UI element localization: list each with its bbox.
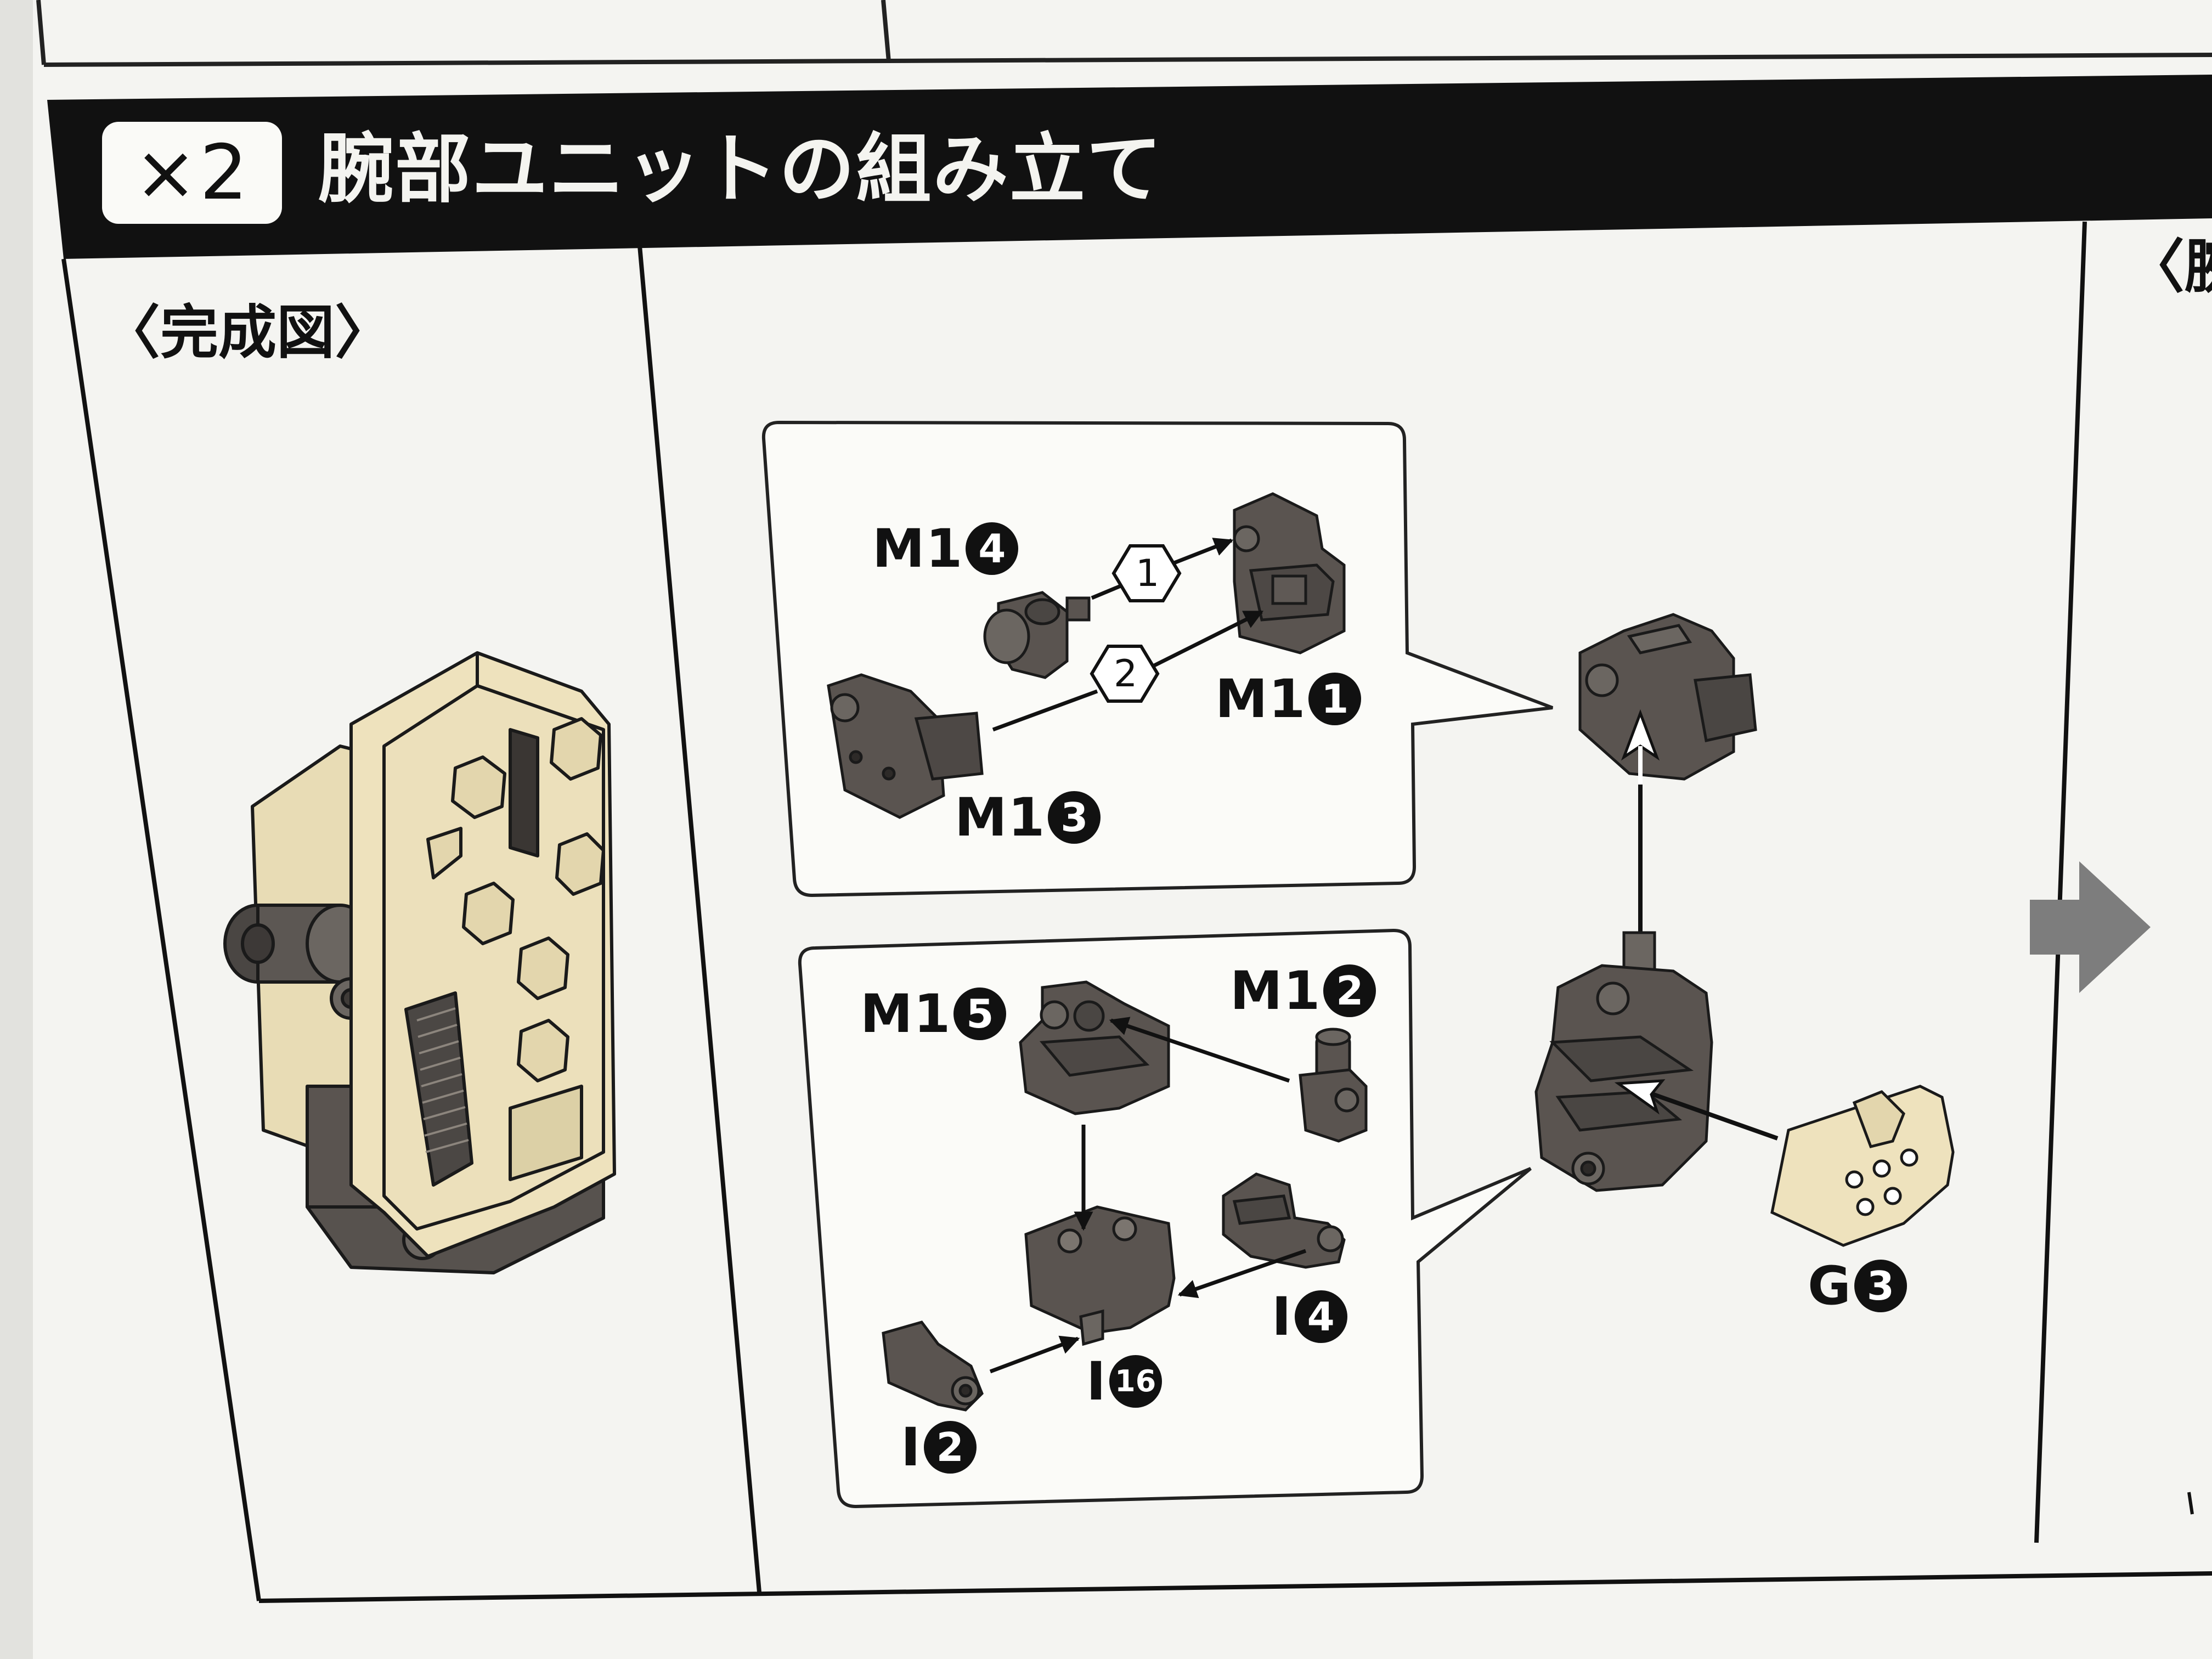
part-number-bubble: 5 — [953, 988, 1007, 1040]
part-number-bubble: 2 — [1323, 964, 1376, 1017]
part-i-2-shape — [882, 1321, 984, 1412]
assembly-top-block — [1578, 613, 1757, 781]
assembly-up-arrow — [1621, 709, 1660, 933]
divider-left — [637, 245, 761, 1593]
next-panel-heading: 〈腕 — [2126, 233, 2212, 301]
box1-arrows — [992, 538, 1264, 732]
section-header-bar — [47, 75, 2212, 259]
completed-arm-unit-illustration — [223, 651, 616, 1274]
g3-insert-arrow — [1614, 1079, 1779, 1141]
part-g-3-shape — [1770, 1085, 1955, 1247]
section-title: 腕部ユニットの組み立て — [318, 125, 1164, 213]
box2-arrows — [989, 1017, 1307, 1374]
part-m1-3-shape — [827, 673, 984, 819]
step-1-number: 1 — [1136, 552, 1160, 595]
step-2-hexagon — [1090, 645, 1160, 703]
part-number-bubble: 16 — [1109, 1355, 1162, 1408]
part-number-bubble: 3 — [1854, 1260, 1907, 1312]
step-1-hexagon — [1111, 544, 1182, 602]
divider-right — [2034, 221, 2087, 1543]
step-2-number: 2 — [1114, 652, 1138, 696]
part-m1-4-shape — [983, 591, 1091, 679]
part-number-bubble: 1 — [1308, 673, 1362, 725]
next-panel-frame — [2187, 1492, 2194, 1515]
paper-left-shadow — [0, 0, 33, 1659]
part-m1-5-shape — [1019, 980, 1170, 1115]
part-i-16-shape — [1024, 1205, 1176, 1346]
completed-view-heading: 〈完成図〉 — [102, 299, 393, 366]
quantity-badge: ×2 — [102, 122, 282, 224]
assembly-lower-unit — [1534, 931, 1713, 1192]
next-step-arrow — [2030, 861, 2151, 993]
part-number-bubble: 3 — [1048, 791, 1101, 844]
part-number-bubble: 2 — [923, 1421, 977, 1474]
part-number-bubble: 4 — [1294, 1290, 1347, 1343]
part-i-4-shape — [1222, 1172, 1346, 1269]
part-number-bubble: 4 — [966, 522, 1019, 575]
section-frame — [61, 258, 2212, 1603]
previous-step-table — [36, 0, 2212, 67]
part-m1-2-shape — [1299, 1028, 1368, 1143]
